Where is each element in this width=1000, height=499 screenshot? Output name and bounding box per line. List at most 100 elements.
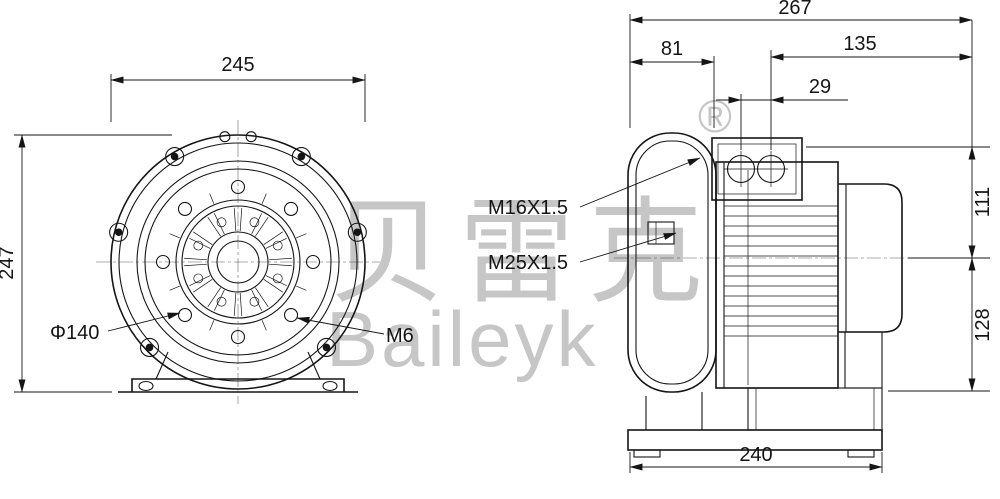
hub-circle xyxy=(207,231,269,293)
watermark-cjk-text: 贝雷克 xyxy=(330,189,717,317)
hub-hole xyxy=(272,273,283,284)
impeller-blade-line xyxy=(207,217,221,237)
impeller-blade-line xyxy=(265,238,287,249)
front-dim-overall-height: 247 xyxy=(0,134,172,393)
impeller-blade-line xyxy=(233,292,237,316)
diffuser-line xyxy=(169,285,180,291)
label-text-m25: M25X1.5 xyxy=(488,252,568,274)
side-label-gland-large: M25X1.5 xyxy=(488,232,677,274)
mounting-bolt xyxy=(297,152,306,161)
watermark: 贝雷克 ® Baileyk xyxy=(326,90,732,383)
mounting-bolt xyxy=(170,152,179,161)
lifting-lug xyxy=(219,131,231,143)
housing-inner-line xyxy=(635,140,709,385)
front-dim-thread: M6 xyxy=(296,316,414,347)
housing-rim-circle xyxy=(118,142,358,382)
diffuser-line xyxy=(296,233,307,239)
side-dim-terminal-offset: 29 xyxy=(716,76,848,150)
housing-outer-circle xyxy=(110,134,366,390)
bolt-hole xyxy=(283,307,299,323)
hub-hole xyxy=(272,240,283,251)
mounting-boss xyxy=(139,337,160,357)
side-dim-housing-depth: 81 xyxy=(629,38,715,128)
impeller-blade-line xyxy=(189,238,211,249)
lifting-lug xyxy=(245,131,257,143)
mounting-bolt xyxy=(114,228,123,237)
cover-inner-circle xyxy=(144,168,332,356)
side-dim-motor-length: 135 xyxy=(770,33,973,150)
impeller-shroud-circle xyxy=(175,199,301,325)
dim-text-81: 81 xyxy=(661,38,683,60)
front-view-drawing xyxy=(96,120,380,404)
bolt-hole xyxy=(283,201,299,217)
bolt-hole xyxy=(177,201,193,217)
side-dim-height-above-axis: 111 xyxy=(806,146,994,259)
dim-text-135: 135 xyxy=(843,33,876,55)
impeller-ring-circle xyxy=(181,205,295,319)
mounting-bolt xyxy=(353,228,362,237)
foot-slot-right xyxy=(322,380,338,392)
impeller-blade-line xyxy=(251,213,262,235)
hub-hole xyxy=(193,273,204,284)
motor-body xyxy=(715,161,839,389)
side-dim-overall-length: 267 xyxy=(629,0,973,147)
impeller-blade-line xyxy=(263,231,283,245)
impeller-blade-line xyxy=(255,217,269,237)
fan-cover-outline xyxy=(838,183,903,333)
watermark-registered-mark: ® xyxy=(698,90,732,142)
impeller-blade-line xyxy=(193,231,213,245)
hub-hole xyxy=(216,296,227,307)
bolt-hole xyxy=(230,329,246,345)
terminal-box-inner xyxy=(717,143,797,195)
diffuser-line xyxy=(209,193,215,204)
foot-leg-right xyxy=(307,351,321,380)
dim-text-240: 240 xyxy=(739,444,772,466)
shaft-bore-circle xyxy=(216,240,260,284)
diffuser-line xyxy=(296,285,307,291)
impeller-blade-line xyxy=(184,257,208,261)
bolt-hole xyxy=(155,254,171,270)
front-dim-overall-width: 245 xyxy=(110,54,366,122)
dim-text-247: 247 xyxy=(0,246,18,279)
base-plate xyxy=(627,429,883,451)
bolt-hole xyxy=(305,254,321,270)
bolt-hole xyxy=(177,307,193,323)
impeller-blade-line xyxy=(265,275,287,286)
watermark-latin-text: Baileyk xyxy=(326,295,598,383)
impeller-blade-line xyxy=(239,292,243,316)
bolt-hole xyxy=(230,179,246,195)
diffuser-line xyxy=(261,193,267,204)
base-pad-right xyxy=(847,449,875,458)
hub-hole xyxy=(216,217,227,228)
impeller-blade-line xyxy=(207,287,221,307)
dim-text-phi140: Φ140 xyxy=(50,322,99,344)
mounting-bolt xyxy=(322,343,331,352)
impeller-blade-line xyxy=(263,279,283,293)
dim-text-128: 128 xyxy=(972,308,994,341)
impeller-blade-line xyxy=(189,275,211,286)
label-text-m16: M16X1.5 xyxy=(488,197,568,219)
impeller-blade-line xyxy=(255,287,269,307)
impeller-blade-line xyxy=(233,208,237,232)
impeller-blade-line xyxy=(193,279,213,293)
terminal-box xyxy=(711,137,803,201)
mounting-boss xyxy=(347,222,367,242)
side-label-gland-small: M16X1.5 xyxy=(488,157,701,219)
motor-stand xyxy=(747,387,883,431)
base-pad-left xyxy=(633,449,661,458)
impeller-blade-line xyxy=(268,257,292,261)
impeller-blade-line xyxy=(214,289,225,311)
dim-text-m6: M6 xyxy=(386,325,414,347)
dim-text-245: 245 xyxy=(221,54,254,76)
hub-hole xyxy=(249,296,260,307)
impeller-blade-line xyxy=(268,263,292,267)
diffuser-line xyxy=(209,320,215,331)
diffuser-line xyxy=(261,320,267,331)
mounting-boss xyxy=(316,337,337,357)
cover-outer-circle xyxy=(136,160,340,364)
mounting-boss xyxy=(165,147,185,167)
mounting-boss xyxy=(291,147,311,167)
dim-text-111: 111 xyxy=(972,187,994,217)
